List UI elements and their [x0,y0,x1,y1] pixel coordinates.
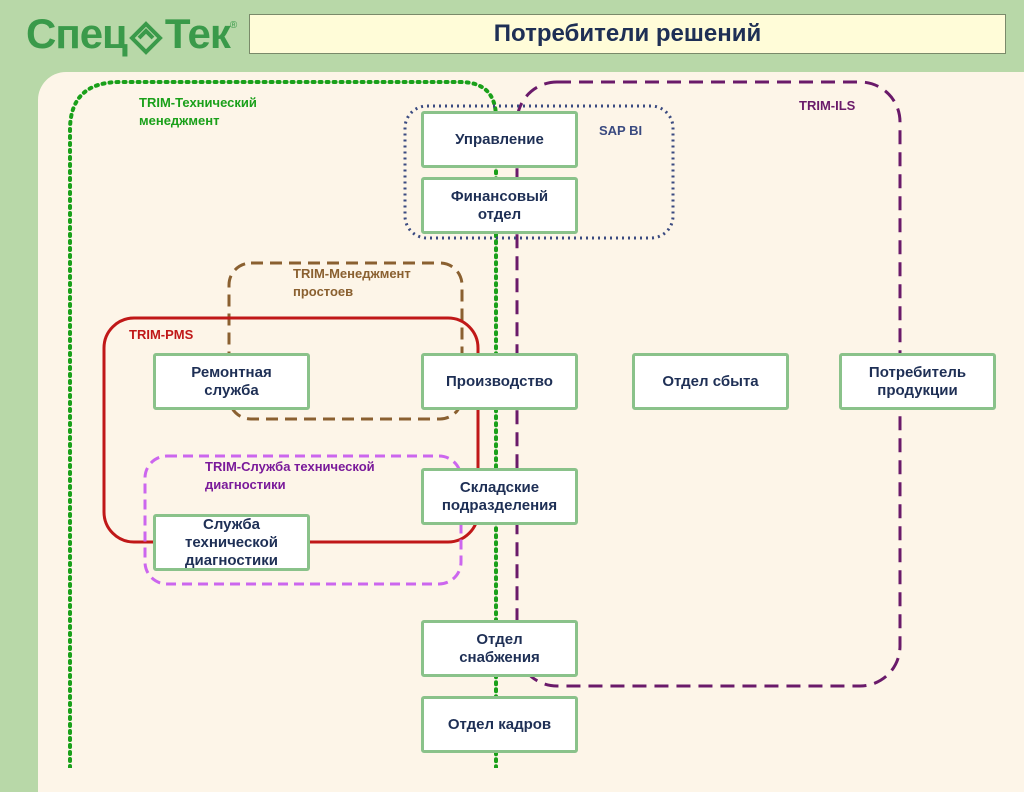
node-supply[interactable]: Отдел снабжения [421,620,578,677]
node-diagnostics[interactable]: Служба технической диагностики [153,514,310,571]
node-finance[interactable]: Финансовый отдел [421,177,578,234]
node-hr[interactable]: Отдел кадров [421,696,578,753]
label-trim-ils: TRIM-ILS [799,98,856,113]
sap-bi-outline [403,104,675,240]
trim-diag-outline [143,454,463,586]
spectek-logo: Спец Тек ® [26,6,237,62]
trim-downtime-outline [227,261,464,421]
label-trim-pms: TRIM-PMS [129,327,194,342]
label-trim-downtime: TRIM-Менеджмент простоев [293,266,411,299]
logo-text-right: Тек [164,10,231,57]
node-repair[interactable]: Ремонтная служба [153,353,310,410]
node-production[interactable]: Производство [421,353,578,410]
node-sales[interactable]: Отдел сбыта [632,353,789,410]
logo-emblem-icon [129,17,163,55]
logo-registered-mark: ® [229,20,237,31]
trim-tech-outline [68,80,498,768]
logo-text-left: Спец [26,10,128,57]
group-outlines [68,80,902,768]
node-consumer[interactable]: Потребитель продукции [839,353,996,410]
label-sap-bi: SAP BI [599,123,643,138]
node-management[interactable]: Управление [421,111,578,168]
node-warehouse[interactable]: Складские подразделения [421,468,578,525]
label-trim-diag: TRIM-Служба технической диагностики [205,459,375,492]
label-trim-tech: TRIM-Технический менеджмент [139,95,257,128]
page-title: Потребители решений [249,14,1006,54]
